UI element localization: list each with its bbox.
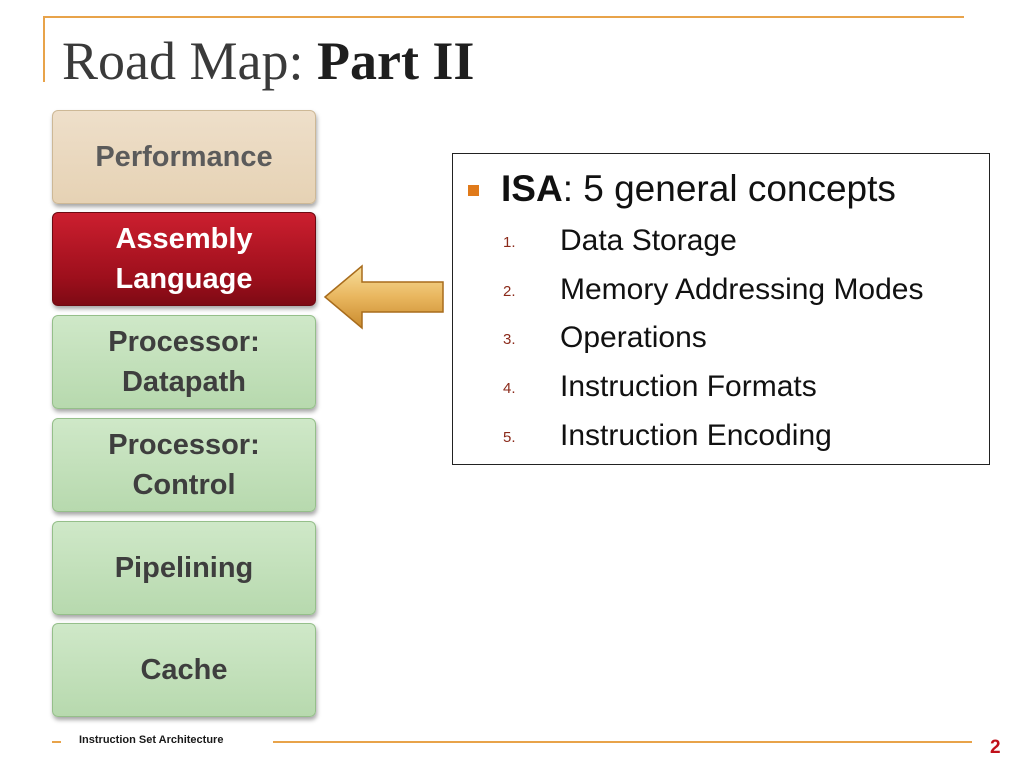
concept-item: 5. Instruction Encoding: [453, 419, 991, 459]
concept-text: Instruction Encoding: [560, 419, 832, 452]
isa-concepts-box: ISA: 5 general concepts 1. Data Storage …: [452, 153, 990, 465]
concept-number: 3.: [503, 331, 516, 348]
concept-item: 4. Instruction Formats: [453, 370, 991, 410]
frame-top-rule: [43, 16, 964, 18]
roadmap-item-label: Processor:Datapath: [108, 325, 260, 398]
footer-label: Instruction Set Architecture: [79, 734, 224, 746]
concept-item: 1. Data Storage: [453, 224, 991, 264]
roadmap-item-label: Cache: [140, 653, 228, 686]
roadmap-item-processor-control: Processor:Control: [52, 418, 316, 512]
arrow-left-icon: [323, 264, 444, 330]
square-bullet-icon: [468, 185, 479, 196]
page-number: 2: [990, 737, 1001, 758]
roadmap-item-label: Performance: [95, 140, 273, 173]
isa-heading: ISA: 5 general concepts: [501, 168, 896, 209]
footer-rule: [273, 741, 972, 743]
frame-left-rule: [43, 16, 45, 82]
concept-item: 2. Memory Addressing Modes: [453, 273, 991, 313]
roadmap-item-performance: Performance: [52, 110, 316, 204]
concept-number: 1.: [503, 234, 516, 251]
concept-text: Data Storage: [560, 224, 737, 257]
roadmap-item-label: Processor:Control: [108, 428, 260, 501]
concept-text: Instruction Formats: [560, 370, 817, 403]
concept-number: 2.: [503, 283, 516, 300]
concept-number: 4.: [503, 380, 516, 397]
concept-text: Operations: [560, 321, 707, 354]
concept-text: Memory Addressing Modes: [560, 273, 924, 306]
concept-item: 3. Operations: [453, 321, 991, 361]
slide-title: Road Map: Part II: [62, 34, 474, 88]
title-prefix: Road Map:: [62, 31, 317, 91]
title-emphasis: Part II: [316, 31, 475, 91]
roadmap-item-cache: Cache: [52, 623, 316, 717]
roadmap-item-processor-datapath: Processor:Datapath: [52, 315, 316, 409]
roadmap-item-pipelining: Pipelining: [52, 521, 316, 615]
roadmap-item-label: Pipelining: [114, 551, 254, 584]
concept-number: 5.: [503, 429, 516, 446]
footer-left-rule: [52, 741, 61, 743]
